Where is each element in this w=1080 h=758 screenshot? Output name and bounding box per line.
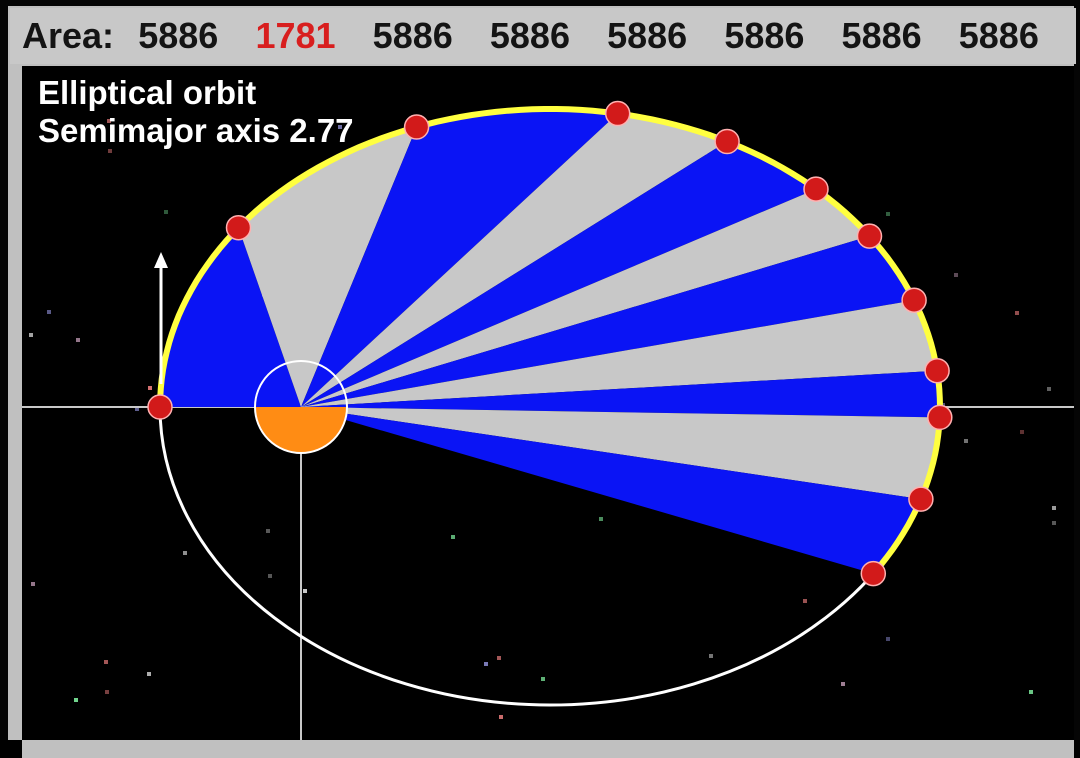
- star: [886, 637, 890, 641]
- frame-top: [0, 0, 1080, 6]
- star: [1052, 521, 1056, 525]
- planet-marker-icon: [714, 128, 740, 155]
- planet-marker-icon: [225, 214, 252, 241]
- star: [841, 682, 845, 686]
- star: [303, 589, 307, 593]
- area-value-6: 5886: [724, 15, 805, 56]
- frame-left: [0, 0, 8, 758]
- star: [164, 210, 168, 214]
- area-value-8: 5886: [958, 15, 1039, 56]
- sector-8: [301, 300, 938, 407]
- sector-5: [301, 141, 816, 407]
- sector-7: [301, 236, 915, 407]
- star: [1052, 506, 1056, 510]
- area-value-1: 5886: [138, 15, 219, 56]
- planet-marker-icon: [901, 287, 927, 313]
- star: [268, 574, 272, 578]
- star: [108, 149, 112, 153]
- semimajor-axis-label: Semimajor axis 2.77: [38, 112, 354, 149]
- planet-marker-icon: [856, 223, 883, 249]
- star: [1015, 311, 1019, 315]
- star: [484, 662, 488, 666]
- planet-marker-icon: [403, 114, 430, 140]
- star: [954, 273, 958, 277]
- area-label: Area:: [22, 15, 115, 56]
- star: [147, 672, 151, 676]
- bottom-strip: [0, 740, 1080, 758]
- sector-2: [238, 127, 417, 407]
- star: [338, 125, 342, 129]
- star: [47, 310, 51, 314]
- star: [964, 439, 968, 443]
- star: [497, 656, 501, 660]
- star: [709, 654, 713, 658]
- star: [941, 403, 945, 407]
- area-value-5: 5886: [607, 15, 688, 56]
- frame-right: [1074, 0, 1080, 758]
- planet-marker-icon: [927, 404, 953, 431]
- sector-3: [301, 109, 618, 407]
- star: [31, 582, 35, 586]
- star: [886, 212, 890, 216]
- star: [148, 386, 152, 390]
- area-value-4: 5886: [489, 15, 570, 56]
- sector-10: [301, 407, 940, 500]
- area-value-2: 1781: [255, 15, 336, 56]
- arrow-up-icon: [154, 252, 168, 384]
- planet-marker-icon: [908, 486, 934, 512]
- star: [599, 517, 603, 521]
- planet-marker-icon: [604, 100, 631, 127]
- sector-6: [301, 189, 870, 407]
- area-readout-bar: Area: 5886 1781 5886 5886 5886 5886 5886…: [10, 8, 1076, 64]
- planet-marker-icon: [803, 176, 829, 202]
- star: [29, 333, 33, 337]
- swept-sectors: [160, 109, 940, 574]
- planet-marker-icon: [147, 394, 173, 420]
- star: [266, 529, 270, 533]
- star: [499, 715, 503, 719]
- star: [541, 677, 545, 681]
- star: [1020, 430, 1024, 434]
- diagram-caption: Elliptical orbit Semimajor axis 2.77: [38, 74, 354, 150]
- star: [1047, 387, 1051, 391]
- planet-positions: [147, 100, 953, 587]
- sector-9: [301, 370, 940, 418]
- sun-icon: [254, 360, 348, 454]
- diagram-title: Elliptical orbit: [38, 74, 257, 111]
- star: [135, 407, 139, 411]
- sector-11: [301, 407, 921, 574]
- planet-marker-icon: [924, 357, 950, 384]
- sector-4: [301, 113, 728, 407]
- star: [76, 338, 80, 342]
- orbit-canvas: Elliptical orbit Semimajor axis 2.77: [22, 66, 1074, 740]
- area-value-7: 5886: [841, 15, 922, 56]
- star: [1029, 690, 1033, 694]
- star: [105, 690, 109, 694]
- star: [803, 599, 807, 603]
- star: [74, 698, 78, 702]
- star: [451, 535, 455, 539]
- area-value-3: 5886: [372, 15, 453, 56]
- star: [183, 551, 187, 555]
- planet-marker-icon: [860, 560, 887, 587]
- star: [104, 660, 108, 664]
- star: [107, 119, 111, 123]
- sector-1: [160, 227, 301, 407]
- orbit-diagram: [22, 100, 1074, 740]
